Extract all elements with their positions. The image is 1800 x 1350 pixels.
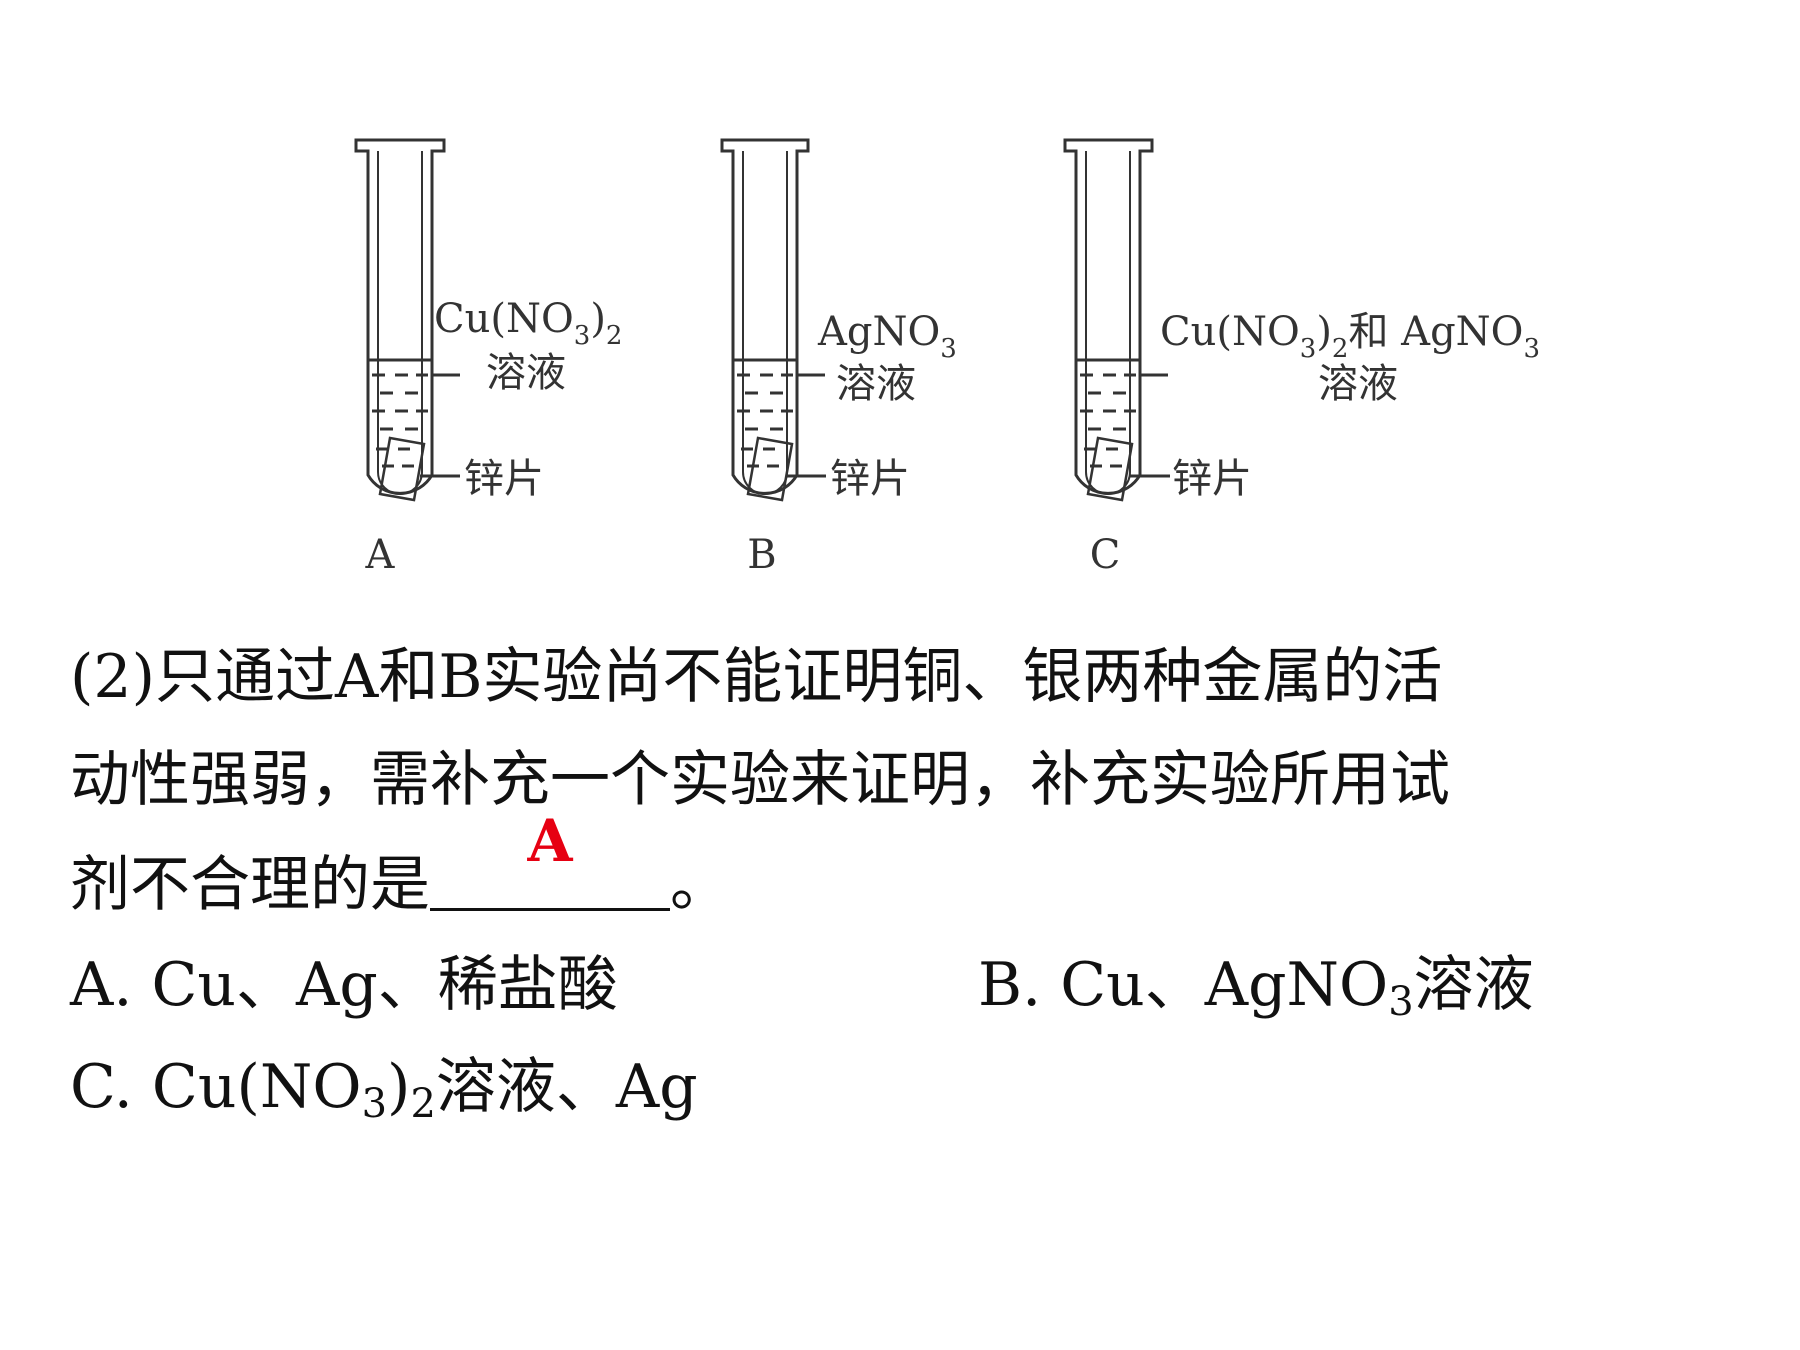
option-c-prefix: C. Cu(NO [70, 1052, 362, 1122]
tube-c-solution-word: 溶液 [1318, 361, 1398, 407]
option-b-suffix: 溶液 [1413, 950, 1534, 1020]
tube-a-label: A [365, 532, 396, 578]
option-c[interactable]: C. Cu(NO3)2溶液、Ag [70, 1052, 698, 1124]
option-c-sub1: 3 [361, 1081, 388, 1127]
answer-blank[interactable]: A [430, 807, 670, 911]
test-tube-a [354, 138, 460, 502]
test-tube-c [1063, 138, 1170, 502]
tube-c-solution-formula: Cu(NO3)2和 AgNO3 [1160, 309, 1540, 364]
question-line-2: 动性强弱，需补充一个实验来证明，补充实验所用试 [70, 745, 1450, 815]
question-line-3: 剂不合理的是 A 。 [70, 807, 730, 920]
tube-a-strip-label: 锌片 [464, 456, 544, 502]
option-b-sub: 3 [1388, 979, 1414, 1025]
tube-b-solution-formula: AgNO3 [817, 309, 957, 364]
options-row-1: A. Cu、Ag、稀盐酸 B. Cu、AgNO3溶液 [70, 950, 1534, 1022]
tube-a-solution-word: 溶液 [486, 350, 566, 396]
option-c-mid: ) [387, 1052, 411, 1122]
tube-c-strip-label: 锌片 [1172, 456, 1252, 502]
options-row-2: C. Cu(NO3)2溶液、Ag [70, 1052, 698, 1124]
test-tube-figure: Cu(NO3)2 溶液 锌片 A AgNO3 溶液 锌片 B Cu(NO3)2和… [354, 138, 1540, 578]
tube-c-label: C [1090, 532, 1121, 578]
tube-b-solution-word: 溶液 [836, 361, 916, 407]
question-line-1: (2)只通过A和B实验尚不能证明铜、银两种金属的活 [70, 642, 1443, 712]
option-b[interactable]: B. Cu、AgNO3溶液 [978, 950, 1534, 1022]
tube-a-solution-formula: Cu(NO3)2 [434, 296, 622, 351]
tube-b-strip-label: 锌片 [830, 456, 910, 502]
option-c-suffix: 溶液、Ag [435, 1052, 698, 1122]
tube-b-label: B [747, 532, 776, 578]
test-tube-b [720, 138, 826, 502]
option-a[interactable]: A. Cu、Ag、稀盐酸 [70, 950, 618, 1020]
option-c-sub2: 2 [410, 1081, 436, 1127]
question-line-3-prefix: 剂不合理的是 [70, 850, 430, 920]
question-line-3-suffix: 。 [670, 850, 730, 920]
option-b-prefix: B. Cu、AgNO [978, 950, 1389, 1020]
answer-text: A [527, 807, 573, 875]
